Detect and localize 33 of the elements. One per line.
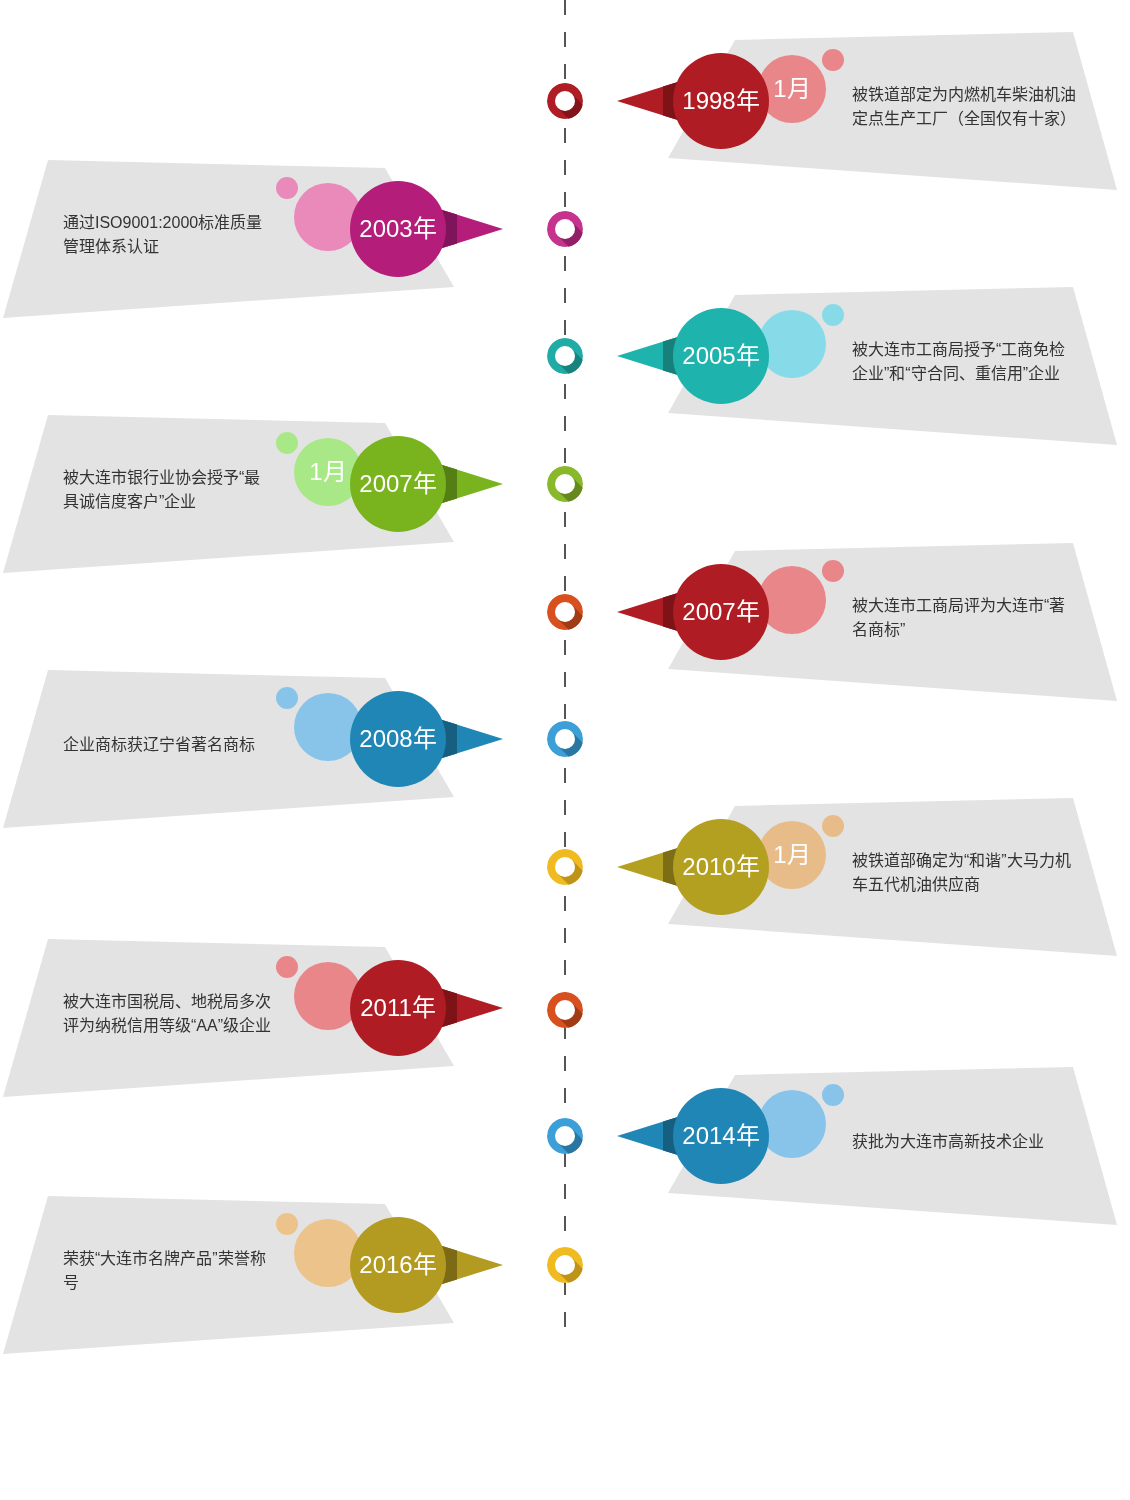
event-description: 被铁道部确定为“和谐”大马力机车五代机油供应商: [852, 851, 1072, 895]
event-panel: [3, 939, 454, 1097]
event-description: 被大连市工商局授予“工商免检企业”和“守合同、重信用”企业: [852, 340, 1067, 384]
year-label: 2007年: [682, 598, 760, 626]
event-description: 被大连市工商局评为大连市“著名商标”: [852, 596, 1067, 640]
month-label: 1月: [773, 75, 811, 103]
event-description: 被大连市国税局、地税局多次评为纳税信用等级“AA”级企业: [63, 992, 272, 1036]
event-description: 荣获“大连市名牌产品”荣誉称号: [63, 1249, 267, 1293]
month-label: 1月: [309, 458, 347, 486]
year-label: 2008年: [359, 725, 437, 753]
event-description: 被大连市银行业协会授予“最具诚信度客户”企业: [63, 468, 262, 512]
month-label: 1月: [773, 841, 811, 869]
event-description: 被铁道部定为内燃机车柴油机油定点生产工厂（全国仅有十家）: [852, 85, 1077, 129]
event-panel: [668, 32, 1117, 190]
event-description: 通过ISO9001:2000标准质量管理体系认证: [63, 213, 264, 257]
event-description: 企业商标获辽宁省著名商标: [63, 735, 256, 755]
event-panel: [3, 670, 454, 828]
year-label: 2014年: [682, 1122, 760, 1150]
event-panel: [668, 798, 1117, 956]
year-label: 2010年: [682, 853, 760, 881]
year-label: 2011年: [360, 994, 436, 1022]
event-panel: [668, 543, 1117, 701]
year-label: 2005年: [682, 342, 760, 370]
year-label: 2007年: [359, 470, 437, 498]
event-panel: [3, 415, 454, 573]
event-panel: [3, 160, 454, 318]
event-panel: [3, 1196, 454, 1354]
year-label: 2016年: [359, 1251, 437, 1279]
event-panel: [668, 1067, 1117, 1225]
event-panel: [668, 287, 1117, 445]
year-label: 2003年: [359, 215, 437, 243]
year-label: 1998年: [682, 87, 760, 115]
event-description: 获批为大连市高新技术企业: [852, 1132, 1045, 1152]
